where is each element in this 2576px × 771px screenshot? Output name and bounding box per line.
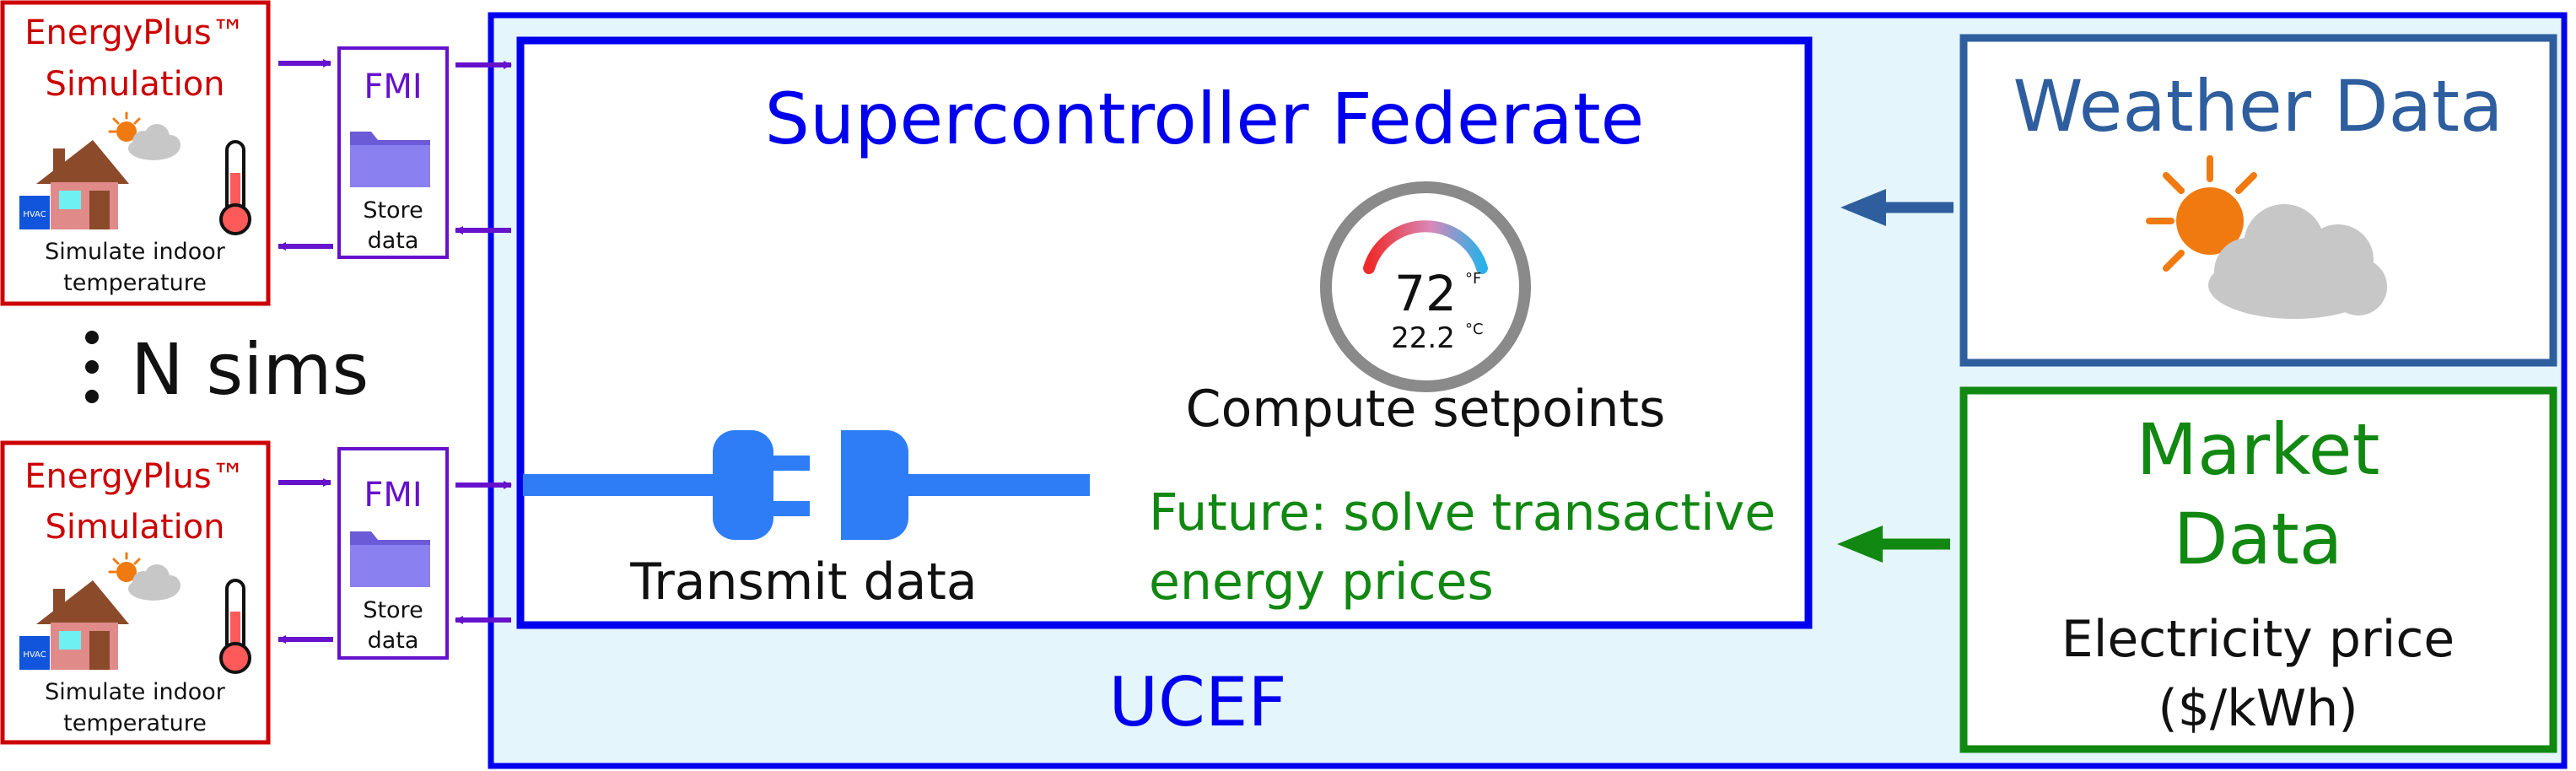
electricity-price-unit: ($/kWh) xyxy=(2158,679,2358,738)
fmi-box-top: FMI Store data xyxy=(337,46,449,259)
fmi-box-bottom: FMI Store data xyxy=(337,447,449,660)
market-to-supercontroller-arrow xyxy=(1837,526,1950,563)
thermostat-icon: 72 °F 22.2 °C xyxy=(1320,181,1531,392)
market-data-box: Market Data Electricity price ($/kWh) xyxy=(1959,386,2557,753)
thermometer-icon xyxy=(219,579,251,674)
plug-icon xyxy=(523,430,1090,540)
fmi-bottom-caption-2: data xyxy=(368,628,419,654)
compute-setpoints-label: Compute setpoints xyxy=(1186,380,1666,439)
electricity-price-label: Electricity price xyxy=(2061,610,2455,669)
ucef-label: UCEF xyxy=(1109,663,1287,741)
energyplus-simulation-bottom: EnergyPlus™ Simulation HVAC xyxy=(0,440,271,745)
sim-bottom-title-2: Simulation xyxy=(45,508,224,547)
folder-icon xyxy=(350,132,430,187)
fmi-top-title: FMI xyxy=(364,67,422,106)
energyplus-simulation-top: EnergyPlus™ Simulation HVAC xyxy=(0,0,271,306)
future-line-1: Future: solve transactive xyxy=(1149,483,1776,542)
fmi-bottom-title: FMI xyxy=(364,476,422,515)
sim-top-caption-1: Simulate indoor xyxy=(45,239,226,265)
unit-fahrenheit: °F xyxy=(1465,270,1481,288)
sun-cloud-icon xyxy=(2146,155,2387,319)
n-sims-indicator: N sims xyxy=(85,328,369,411)
weather-data-title: Weather Data xyxy=(2013,65,2503,148)
sim-bottom-caption-1: Simulate indoor xyxy=(45,679,226,705)
sim-bottom-caption-2: temperature xyxy=(63,710,207,736)
sim-bottom-title-1: EnergyPlus™ xyxy=(24,457,245,496)
supercontroller-title: Supercontroller Federate xyxy=(765,78,1645,160)
future-line-2: energy prices xyxy=(1149,553,1494,612)
supercontroller-federate: Supercontroller Federate 72 °F 22.2 °C C… xyxy=(516,36,1813,629)
unit-celsius: °C xyxy=(1465,321,1484,338)
sim-top-caption-2: temperature xyxy=(63,270,207,296)
hvac-label-bottom: HVAC xyxy=(23,650,46,660)
fmi-top-caption-2: data xyxy=(368,228,419,254)
hvac-label-top: HVAC xyxy=(23,210,46,219)
weather-to-supercontroller-arrow xyxy=(1840,189,1954,226)
market-data-title-1: Market xyxy=(2137,408,2380,491)
house-icon: HVAC xyxy=(19,552,181,670)
thermometer-icon xyxy=(219,140,251,235)
sim-top-title-1: EnergyPlus™ xyxy=(24,13,245,52)
house-icon: HVAC xyxy=(19,111,181,229)
fmi-top-caption-1: Store xyxy=(363,197,423,224)
n-sims-label: N sims xyxy=(131,328,369,411)
thermostat-celsius: 22.2 xyxy=(1391,321,1455,355)
fmi-bottom-caption-1: Store xyxy=(363,597,423,623)
thermostat-fahrenheit: 72 xyxy=(1394,265,1457,322)
sim-top-title-2: Simulation xyxy=(45,65,224,104)
transmit-data-label: Transmit data xyxy=(629,553,977,612)
weather-data-box: Weather Data xyxy=(1959,34,2557,367)
market-data-title-2: Data xyxy=(2174,498,2343,580)
folder-icon xyxy=(350,531,430,587)
